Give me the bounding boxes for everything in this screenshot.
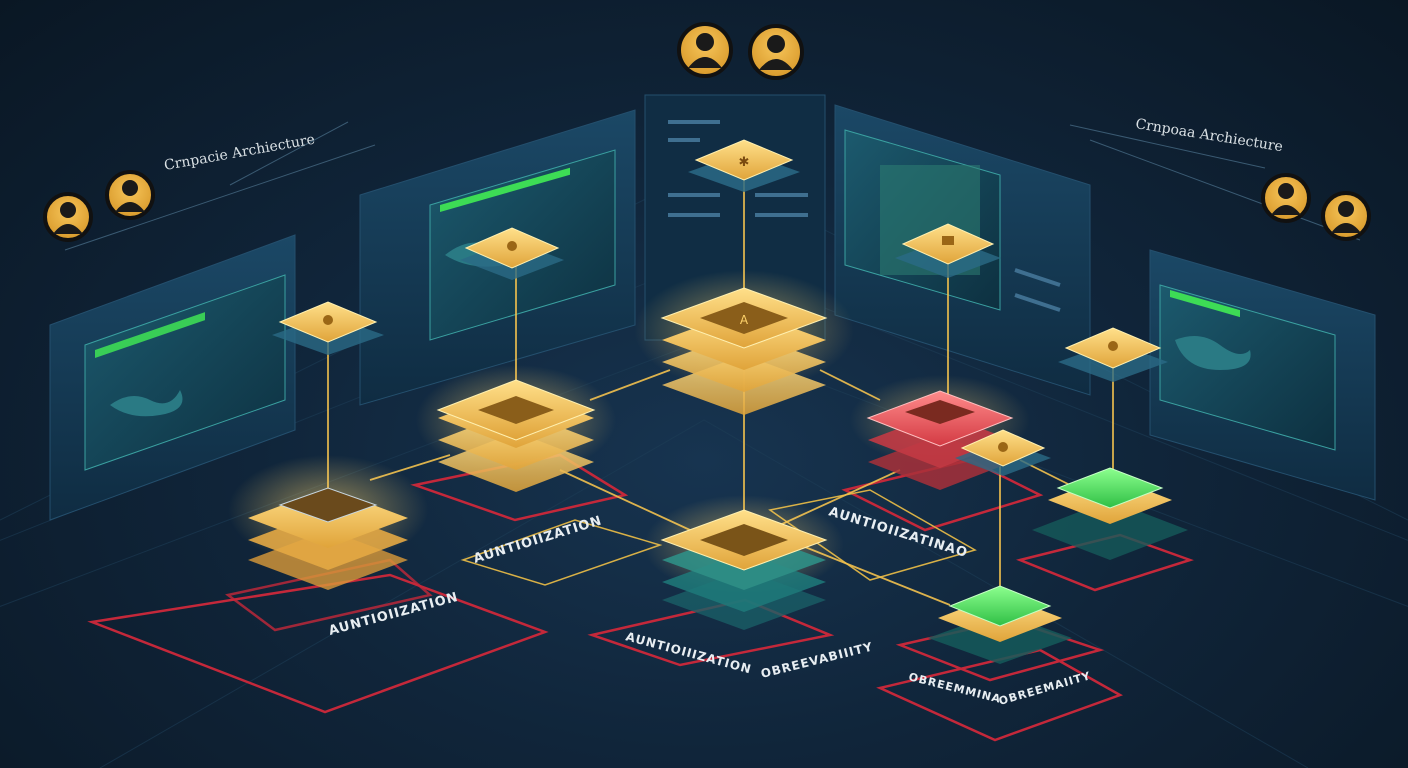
user-avatar-icon[interactable] [1321,191,1371,241]
map-screen-icon [84,274,286,471]
node-central-stack[interactable]: A [660,287,828,415]
user-avatar-icon[interactable] [748,24,804,80]
node-far-right-green[interactable] [1032,467,1188,560]
node-top-center[interactable]: ✱ [688,139,800,192]
screen-far-right [1149,249,1376,501]
svg-text:A: A [740,313,749,327]
chip-stack-icon [478,396,554,424]
chip-stack-icon [700,302,788,334]
zone-label-center: AUNTIOIIZATION [472,513,604,566]
node-right-top[interactable] [895,223,1001,278]
chip-stack-icon [905,400,975,424]
header-right: Crnpoaa Archiecture [1069,116,1361,241]
node-bottom-right-green[interactable] [928,585,1072,664]
node-right-mid[interactable] [955,429,1051,476]
gear-icon: ✱ [739,155,750,170]
zone-label-bottom-right-1: OBREEMMINA [907,670,1002,706]
node-far-left-stack[interactable] [248,487,408,590]
header-left-title: Crnpacie Archiecture [163,132,316,174]
node-left-stack[interactable] [436,379,596,492]
user-avatar-icon[interactable] [43,192,93,242]
node-far-right-top[interactable] [1058,327,1168,382]
screen-far-left [49,234,296,521]
node-center-lower[interactable] [660,509,828,630]
zone-label-right: AUNTIOIIZATINAO [827,504,970,561]
avatars [43,22,1371,242]
user-avatar-icon[interactable] [677,22,733,78]
user-avatar-icon[interactable] [105,170,155,220]
node-far-left-top[interactable] [272,301,384,355]
chip-stack-icon [278,487,378,523]
node-left-top[interactable] [460,227,564,280]
chip-stack-icon [700,524,788,556]
user-avatar-icon[interactable] [1261,173,1311,223]
header-right-title: Crnpoaa Archiecture [1134,116,1284,155]
